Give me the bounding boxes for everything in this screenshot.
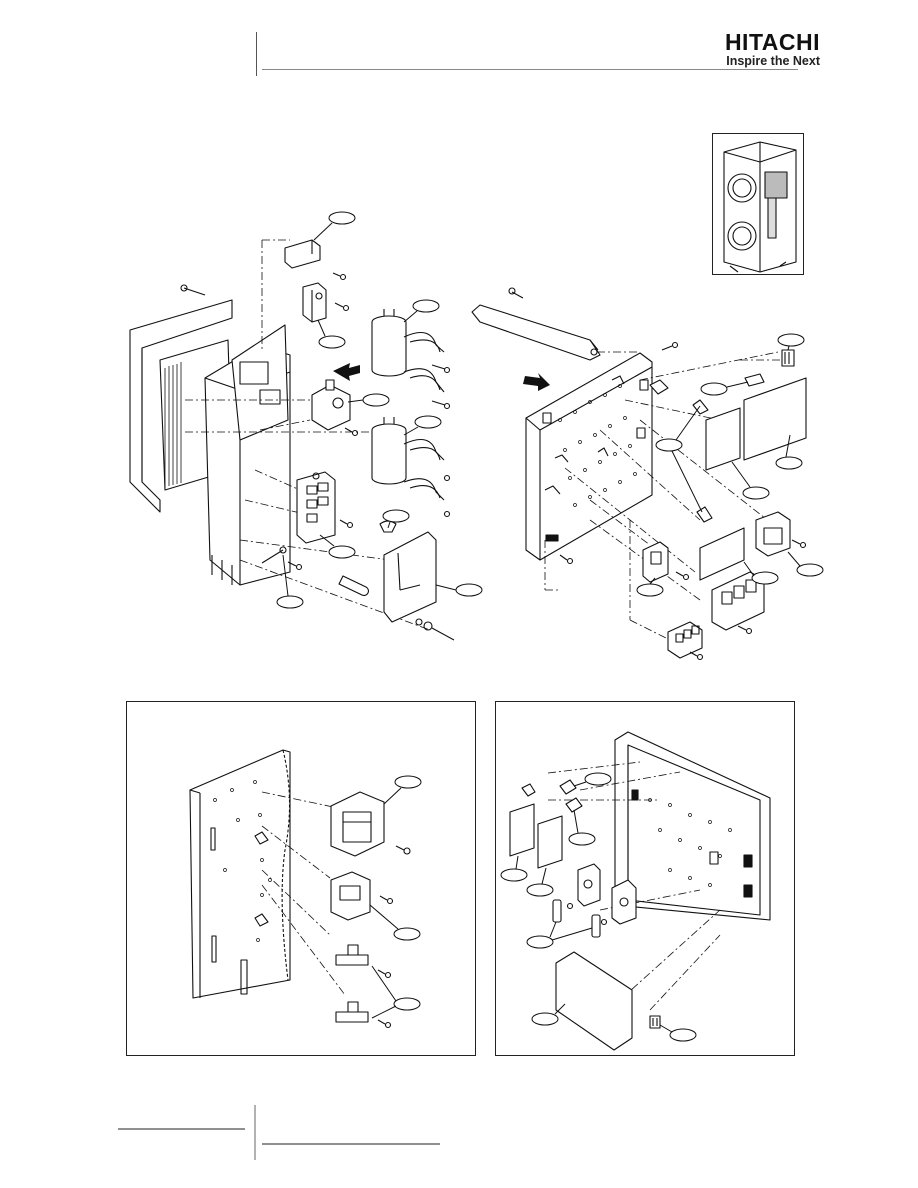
callout-19 — [394, 928, 420, 940]
callout-9 — [277, 596, 303, 608]
right-relay-bottom — [643, 542, 689, 582]
capacitor-bottom — [372, 417, 450, 517]
callout-20 — [394, 998, 420, 1010]
right-pcb-large — [744, 378, 806, 460]
callout-17 — [637, 584, 663, 596]
callout-13 — [776, 457, 802, 469]
callout-1 — [329, 212, 355, 224]
callout-8 — [456, 584, 482, 596]
detail-right-pcb-1 — [510, 804, 534, 856]
detail-left-transformer — [331, 792, 410, 856]
detail-right-pcb-2 — [538, 816, 562, 868]
left-relay-2 — [303, 283, 349, 322]
right-clamp-top — [650, 343, 678, 395]
right-screws-misc — [560, 555, 573, 564]
callout-12 — [656, 439, 682, 451]
detail-left-connector-2 — [336, 1002, 391, 1028]
detail-left-plate — [190, 750, 290, 998]
left-contactor — [312, 380, 358, 436]
callout-22 — [569, 833, 595, 845]
callout-24 — [527, 884, 553, 896]
right-terminal-small — [668, 622, 703, 660]
right-pcb-bottom — [700, 528, 744, 580]
detail-right-pcb-bottom — [556, 952, 632, 1050]
callout-15 — [797, 564, 823, 576]
callout-2 — [319, 336, 345, 348]
left-terminal-block — [297, 472, 353, 543]
callout-4 — [363, 394, 389, 406]
right-bracket — [472, 288, 640, 360]
callout-27 — [670, 1029, 696, 1041]
detail-left-connector-1 — [336, 945, 391, 978]
insert-arrow-left — [333, 363, 360, 381]
right-reactor — [756, 512, 806, 556]
left-pcb — [384, 532, 436, 622]
right-screw-1 — [745, 374, 764, 386]
left-relay-top — [285, 240, 346, 280]
callout-7 — [329, 546, 355, 558]
callout-3 — [413, 300, 439, 312]
insert-arrow-right — [523, 373, 550, 391]
callout-14 — [743, 487, 769, 499]
callout-5 — [415, 416, 441, 428]
callout-10 — [778, 334, 804, 346]
detail-right-connector — [650, 1016, 660, 1028]
outdoor-unit-thumbnail — [724, 142, 796, 272]
callout-16 — [752, 572, 778, 584]
callout-25 — [527, 936, 553, 948]
detail-left-relay — [331, 872, 393, 920]
callout-23 — [501, 869, 527, 881]
right-pcb-small — [706, 408, 740, 470]
callout-6 — [383, 510, 409, 522]
callout-21 — [585, 773, 611, 785]
callout-26 — [532, 1013, 558, 1025]
right-fuse-holder — [782, 350, 794, 366]
callout-11 — [701, 383, 727, 395]
capacitor-top — [372, 309, 450, 409]
detail-right-box — [615, 732, 770, 920]
callout-18 — [395, 776, 421, 788]
